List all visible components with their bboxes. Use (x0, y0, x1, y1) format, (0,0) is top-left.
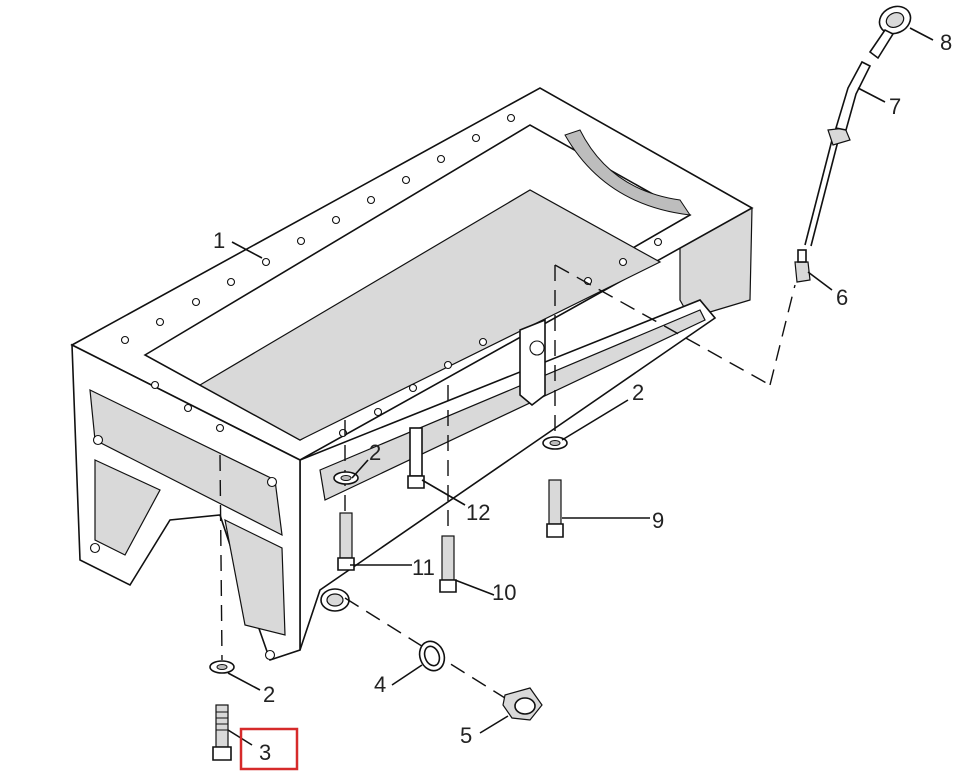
dipstick-adapter-6 (794, 249, 811, 283)
leader-lines (227, 27, 934, 746)
bolt-10 (439, 535, 457, 593)
callout-2-middle: 2 (369, 440, 381, 465)
bolt-9 (546, 479, 564, 538)
washer-2-right (542, 436, 568, 450)
dipstick-boss (519, 318, 546, 407)
drain-boss-hole (326, 593, 344, 607)
bolt-12 (407, 427, 425, 489)
callout-3-highlight-box (239, 727, 299, 771)
oil-pan-end-window-right (224, 518, 286, 636)
callout-11: 11 (412, 555, 435, 580)
washer-2-middle (333, 471, 359, 485)
callout-12: 12 (466, 500, 490, 525)
bolt-11 (337, 512, 355, 571)
callout-4: 4 (374, 672, 386, 697)
callout-8: 8 (940, 30, 952, 55)
callout-1: 1 (213, 228, 225, 253)
oil-pan-crank-arch (564, 129, 692, 216)
drain-plug-5 (502, 687, 543, 721)
oil-pan-end-window-left (94, 459, 161, 556)
callout-6: 6 (836, 285, 848, 310)
callout-labels: 1 2 2 2 3 4 5 6 7 8 9 10 11 12 (213, 30, 952, 765)
dipstick-tube-7 (804, 60, 872, 247)
seal-ring-4 (418, 640, 446, 672)
flange-bolt-holes (89, 113, 663, 661)
oil-pan (70, 87, 754, 662)
bolt-3 (212, 704, 232, 761)
oil-pan-interior-floor (198, 189, 662, 441)
callout-9: 9 (652, 508, 664, 533)
callout-10: 10 (492, 580, 516, 605)
oil-pan-end-window-upper (89, 388, 283, 537)
dipstick-handle-8 (868, 5, 912, 60)
assembly-lines (219, 264, 796, 699)
callout-5: 5 (460, 723, 472, 748)
callout-3: 3 (259, 740, 271, 765)
washer-2-lower (209, 660, 235, 674)
callout-7: 7 (889, 94, 901, 119)
callout-2-lower: 2 (263, 682, 275, 707)
callout-2-right: 2 (632, 380, 644, 405)
